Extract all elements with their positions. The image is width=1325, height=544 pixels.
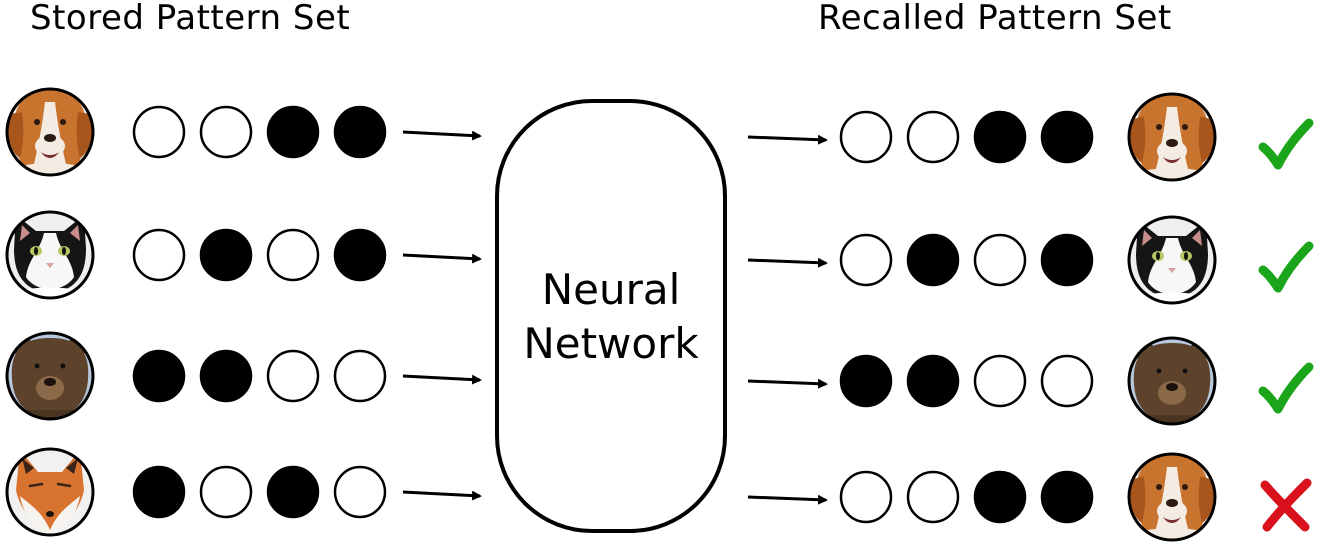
- input-arrow: [402, 374, 482, 385]
- pattern-row: [6, 333, 1309, 427]
- input-pattern-dot: [266, 105, 320, 159]
- output-pattern-dot: [1040, 354, 1094, 408]
- check-icon: [1263, 367, 1309, 409]
- bear-output-avatar: [1128, 338, 1216, 427]
- input-pattern-dot: [333, 105, 387, 159]
- check-icon: [1263, 123, 1309, 165]
- output-pattern-dot: [839, 233, 893, 287]
- input-arrow: [402, 253, 482, 264]
- output-arrow: [747, 378, 828, 389]
- input-pattern-dot: [333, 465, 387, 519]
- input-pattern-dot: [199, 465, 253, 519]
- output-pattern-dot: [906, 470, 960, 524]
- output-pattern-dot: [906, 233, 960, 287]
- dog-output-avatar: [1129, 94, 1215, 183]
- input-pattern-dot: [266, 228, 320, 282]
- output-pattern-dot: [973, 354, 1027, 408]
- neural-network-label-line1: Neural: [541, 265, 681, 314]
- input-pattern-dot: [199, 105, 253, 159]
- input-pattern-dot: [199, 349, 253, 403]
- output-arrow: [747, 257, 828, 268]
- output-arrow: [747, 494, 828, 505]
- input-pattern-dot: [132, 105, 186, 159]
- output-pattern-dot: [1040, 110, 1094, 164]
- pattern-row: [7, 89, 1309, 183]
- cat-output-avatar: [1129, 217, 1215, 306]
- pattern-row: [7, 212, 1309, 306]
- output-pattern-dot: [973, 110, 1027, 164]
- cat-input-avatar: [7, 212, 93, 301]
- output-pattern-dot: [839, 470, 893, 524]
- input-pattern-dot: [132, 349, 186, 403]
- recalled-pattern-set-title: Recalled Pattern Set: [818, 0, 1172, 38]
- neural-network-label-line2: Network: [523, 319, 699, 368]
- pattern-rows: [6, 89, 1309, 543]
- input-pattern-dot: [199, 228, 253, 282]
- output-pattern-dot: [1040, 470, 1094, 524]
- dog-input-avatar: [7, 89, 93, 178]
- stored-pattern-set-title: Stored Pattern Set: [30, 0, 351, 38]
- dog-output-avatar: [1129, 454, 1215, 543]
- fox-input-avatar: [6, 449, 94, 538]
- output-pattern-dot: [839, 354, 893, 408]
- output-pattern-dot: [1040, 233, 1094, 287]
- output-pattern-dot: [839, 110, 893, 164]
- input-arrow: [402, 130, 482, 141]
- output-pattern-dot: [906, 354, 960, 408]
- output-arrow: [747, 134, 828, 145]
- cross-icon: [1265, 483, 1307, 527]
- output-pattern-dot: [973, 470, 1027, 524]
- pattern-row: [6, 449, 1307, 543]
- bear-input-avatar: [6, 333, 94, 422]
- input-pattern-dot: [132, 465, 186, 519]
- neural-network-box: [495, 99, 727, 533]
- input-pattern-dot: [266, 465, 320, 519]
- check-icon: [1263, 246, 1309, 288]
- input-arrow: [402, 490, 482, 501]
- input-pattern-dot: [333, 349, 387, 403]
- input-pattern-dot: [266, 349, 320, 403]
- input-pattern-dot: [333, 228, 387, 282]
- output-pattern-dot: [973, 233, 1027, 287]
- output-pattern-dot: [906, 110, 960, 164]
- input-pattern-dot: [132, 228, 186, 282]
